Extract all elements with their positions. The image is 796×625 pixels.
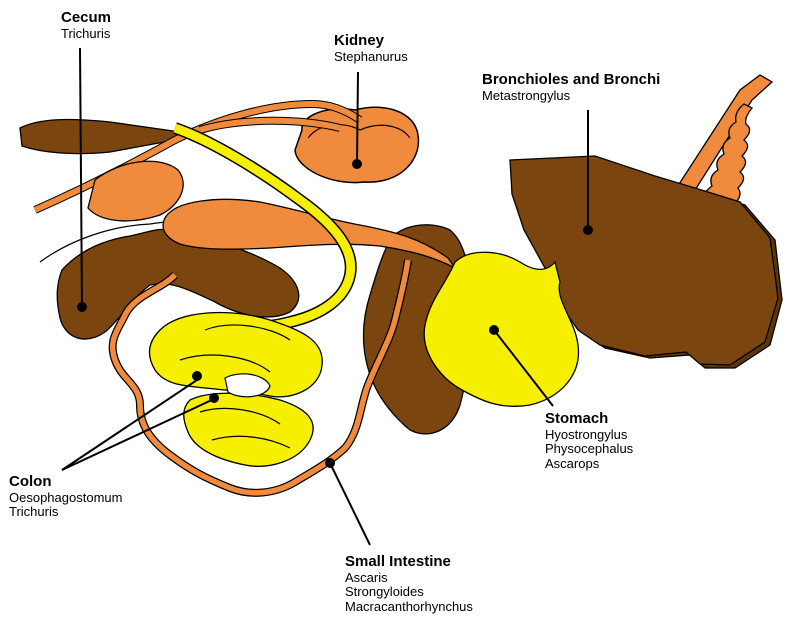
stomach-parasite-1: Hyostrongylus bbox=[545, 428, 633, 443]
bronchi-parasite: Metastrongylus bbox=[482, 89, 660, 104]
cecum-parasite: Trichuris bbox=[61, 27, 111, 42]
colon-label: Colon Oesophagostomum Trichuris bbox=[9, 474, 122, 520]
small-intestine-parasite-2: Strongyloides bbox=[345, 585, 473, 600]
bronchi-label: Bronchioles and Bronchi Metastrongylus bbox=[482, 72, 660, 103]
small-intestine-dot bbox=[326, 459, 334, 467]
colon-title: Colon bbox=[9, 474, 122, 491]
cecum-title: Cecum bbox=[61, 10, 111, 27]
kidney-dot bbox=[353, 160, 361, 168]
stomach-parasite-2: Physocephalus bbox=[545, 442, 633, 457]
stomach-label: Stomach Hyostrongylus Physocephalus Asca… bbox=[545, 411, 633, 471]
kidney-parasite: Stephanurus bbox=[334, 50, 408, 65]
colon-dot-2 bbox=[210, 394, 218, 402]
small-intestine-parasite-1: Ascaris bbox=[345, 571, 473, 586]
kidney-label: Kidney Stephanurus bbox=[334, 33, 408, 64]
cecum-label: Cecum Trichuris bbox=[61, 10, 111, 41]
small-intestine-leader bbox=[330, 463, 370, 545]
stomach-parasite-3: Ascarops bbox=[545, 457, 633, 472]
bronchi-title: Bronchioles and Bronchi bbox=[482, 72, 660, 89]
cecum-dot bbox=[78, 303, 86, 311]
stomach-title: Stomach bbox=[545, 411, 633, 428]
kidney-leader bbox=[357, 72, 358, 164]
bronchi-dot bbox=[584, 226, 592, 234]
colon-parasite-2: Trichuris bbox=[9, 505, 122, 520]
colon-parasite-1: Oesophagostomum bbox=[9, 491, 122, 506]
colon-leader-1 bbox=[62, 378, 200, 470]
cecum-orange-body bbox=[88, 161, 183, 221]
small-intestine-title: Small Intestine bbox=[345, 554, 473, 571]
colon-dot-1 bbox=[193, 372, 201, 380]
small-intestine-parasite-3: Macracanthorhynchus bbox=[345, 600, 473, 615]
kidney-title: Kidney bbox=[334, 33, 408, 50]
small-intestine-label: Small Intestine Ascaris Strongyloides Ma… bbox=[345, 554, 473, 614]
stomach-dot bbox=[490, 326, 498, 334]
